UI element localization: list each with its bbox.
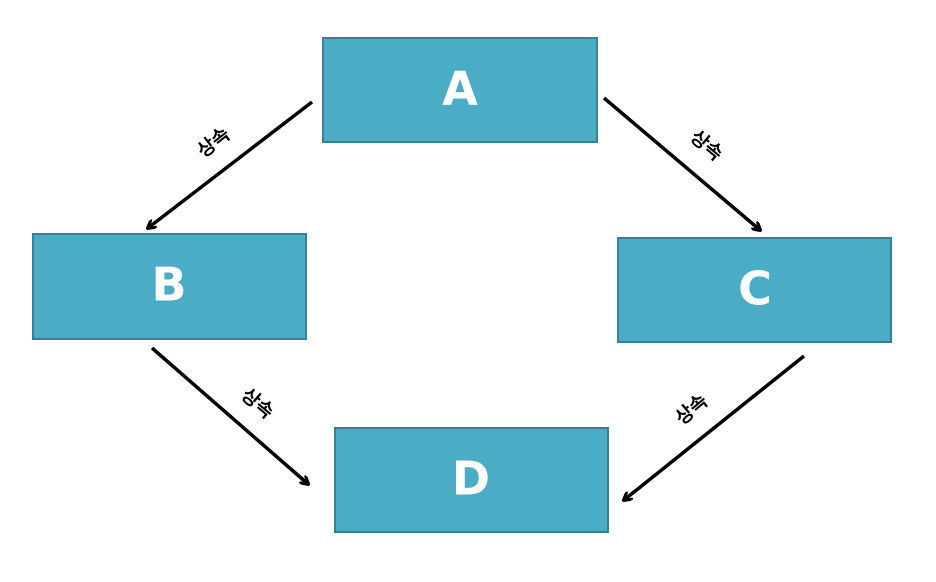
- node-a-label: A: [442, 62, 478, 116]
- arrow-c-to-d: [624, 354, 806, 500]
- arrow-b-to-d: [150, 346, 308, 484]
- node-d-label: D: [452, 452, 490, 506]
- edge-a-c: 상속: [602, 96, 760, 230]
- node-c-box: [617, 237, 892, 343]
- node-c: C: [617, 237, 892, 343]
- node-d-box: [334, 427, 609, 533]
- node-c-label: C: [738, 262, 772, 316]
- edge-b-d: 상속: [150, 346, 308, 484]
- node-b-label: B: [151, 258, 186, 312]
- node-b-box: [32, 233, 307, 340]
- edge-label-a-c: 상속: [686, 126, 727, 165]
- edge-label-a-b: 상속: [193, 123, 234, 162]
- node-d: D: [334, 427, 609, 533]
- edge-a-b: 상속: [148, 100, 314, 228]
- node-a: A: [322, 37, 598, 143]
- edge-label-b-d: 상속: [237, 384, 278, 423]
- arrow-a-to-c: [602, 96, 760, 230]
- node-a-box: [322, 37, 598, 143]
- node-b: B: [32, 233, 307, 340]
- edge-label-c-d: 상속: [671, 390, 712, 429]
- arrow-a-to-b: [148, 100, 314, 228]
- edge-c-d: 상속: [624, 354, 806, 500]
